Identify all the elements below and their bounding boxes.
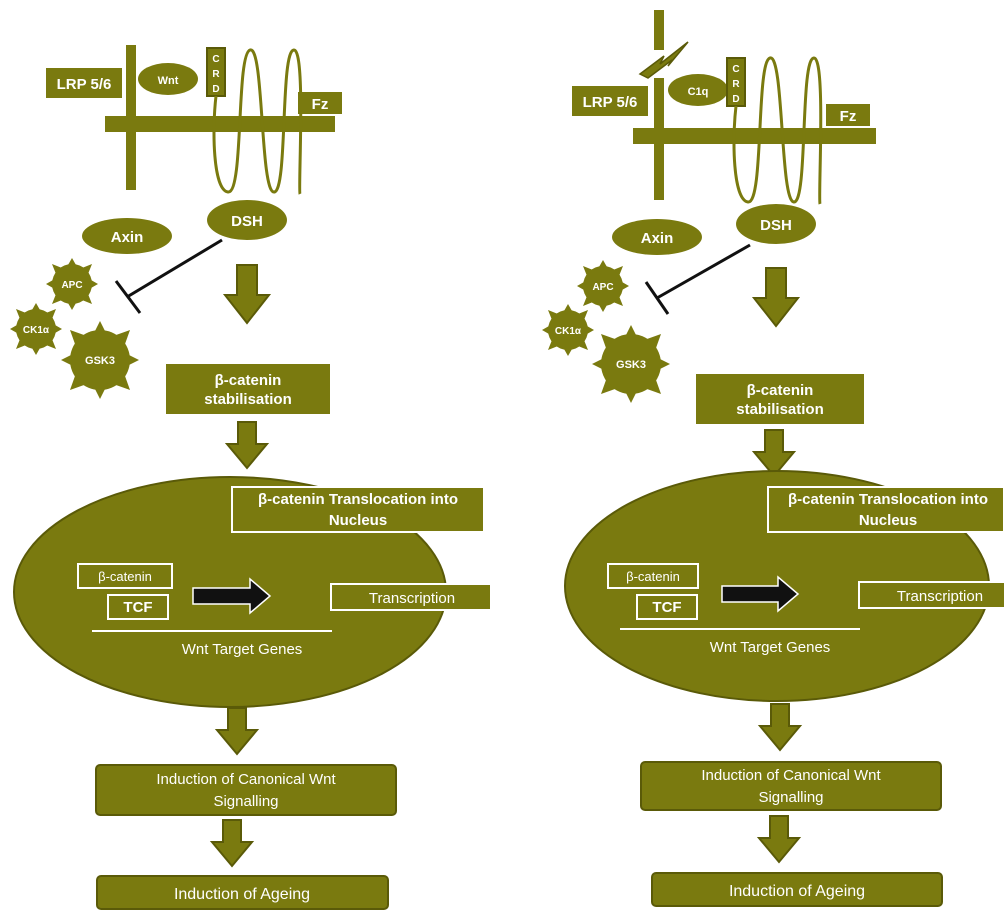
- dsh: [207, 200, 287, 240]
- crd-c: C: [212, 54, 219, 65]
- apc-label: APC: [61, 280, 82, 291]
- ck1-complex: CK1α: [542, 304, 594, 356]
- transcription-box: [330, 583, 492, 611]
- arrow-to-ageing: [211, 819, 253, 867]
- ageing-box: [96, 875, 389, 910]
- crd-r: R: [732, 79, 740, 90]
- translocation-line1: β-catenin Translocation into: [788, 491, 988, 508]
- ageing-box: [651, 872, 943, 907]
- translocation-line2: Nucleus: [859, 512, 917, 529]
- lrp-receptor: [126, 45, 136, 190]
- left-panel: LRP 5/6 Wnt C R D Fz Axin DSH: [10, 45, 492, 910]
- tcf-box: [107, 594, 169, 620]
- ageing-label: Induction of Ageing: [729, 883, 865, 900]
- membrane: [105, 116, 335, 132]
- stabilisation-line2: stabilisation: [204, 391, 292, 408]
- arrow-dsh-to-stabilisation: [753, 267, 799, 327]
- gsk3-label: GSK3: [616, 359, 646, 371]
- gsk3-label: GSK3: [85, 355, 115, 367]
- wnt-label: Wnt: [158, 75, 179, 87]
- induction-line2: Signalling: [213, 793, 278, 810]
- membrane: [633, 128, 876, 144]
- stabilisation-box: [696, 374, 864, 424]
- bcatenin-box: [607, 563, 699, 589]
- frizzled-receptor: [732, 56, 823, 205]
- ageing-label: Induction of Ageing: [174, 886, 310, 903]
- inhibition-line: [656, 243, 751, 300]
- lrp-label-box: [572, 86, 648, 116]
- tcf-label: TCF: [652, 599, 681, 616]
- inhibition-bar: [114, 280, 142, 314]
- right-panel: LRP 5/6 C1q C R D Fz Axin DSH: [542, 10, 1006, 907]
- arrow-to-ageing: [758, 815, 800, 863]
- stabilisation-line1: β-catenin: [215, 372, 282, 389]
- lrp-label: LRP 5/6: [57, 76, 112, 93]
- translocation-box: [231, 486, 485, 533]
- arrow-to-nucleus: [226, 421, 268, 469]
- induction-box: [640, 761, 942, 811]
- gsk3-complex: GSK3: [592, 325, 670, 403]
- c1q-label: C1q: [688, 86, 709, 98]
- axin: [82, 218, 172, 254]
- wnt-ligand: [138, 63, 198, 95]
- ck1-label: CK1α: [555, 326, 582, 337]
- axin: [612, 219, 702, 255]
- transcription-arrow: [721, 575, 800, 613]
- inhibition-line: [126, 238, 223, 299]
- induction-line2: Signalling: [758, 789, 823, 806]
- arrow-to-induction: [759, 703, 801, 751]
- dsh: [736, 204, 816, 244]
- arrow-to-nucleus: [753, 429, 795, 477]
- dsh-label: DSH: [760, 217, 792, 234]
- tcf-label: TCF: [123, 599, 152, 616]
- transcription-box: [858, 581, 1006, 609]
- crd-r: R: [212, 69, 220, 80]
- stabilisation-box: [166, 364, 330, 414]
- transcription-label: Transcription: [897, 588, 983, 605]
- transcription-arrow: [192, 577, 272, 615]
- stabilisation-line1: β-catenin: [747, 382, 814, 399]
- inhibition-bar: [644, 281, 670, 315]
- apc-complex: APC: [577, 260, 629, 312]
- apc-label: APC: [592, 282, 613, 293]
- dsh-label: DSH: [231, 213, 263, 230]
- transcription-label: Transcription: [369, 590, 455, 607]
- axin-label: Axin: [111, 229, 144, 246]
- arrow-to-induction: [216, 707, 258, 755]
- ck1-label: CK1α: [23, 325, 50, 336]
- arrow-dsh-to-stabilisation: [224, 264, 270, 324]
- translocation-line2: Nucleus: [329, 512, 387, 529]
- lrp-receptor-top: [654, 10, 664, 50]
- translocation-box: [767, 486, 1005, 533]
- lrp-cleavage-bolt: [638, 41, 689, 79]
- tcf-box: [636, 594, 698, 620]
- apc-complex: APC: [46, 258, 98, 310]
- crd-d: D: [212, 84, 219, 95]
- induction-box: [95, 764, 397, 816]
- crd-c: C: [732, 64, 739, 75]
- bcatenin-box: [77, 563, 173, 589]
- induction-line1: Induction of Canonical Wnt: [156, 771, 336, 788]
- gsk3-complex: GSK3: [61, 321, 139, 399]
- lrp-label: LRP 5/6: [583, 94, 638, 111]
- target-genes-label: Wnt Target Genes: [182, 641, 303, 658]
- induction-line1: Induction of Canonical Wnt: [701, 767, 881, 784]
- fz-label-box: [298, 92, 342, 114]
- target-genes-label: Wnt Target Genes: [710, 639, 831, 656]
- lrp-receptor: [654, 78, 664, 200]
- fz-label: Fz: [312, 96, 329, 113]
- fz-label: Fz: [840, 108, 857, 125]
- translocation-line1: β-catenin Translocation into: [258, 491, 458, 508]
- frizzled-receptor: [212, 48, 303, 195]
- axin-label: Axin: [641, 230, 674, 247]
- c1q-ligand: [668, 74, 728, 106]
- ck1-complex: CK1α: [10, 303, 62, 355]
- bcatenin-label: β-catenin: [626, 569, 680, 584]
- crd-d: D: [732, 94, 739, 105]
- fz-label-box: [826, 104, 870, 126]
- lrp-label-box: [46, 68, 122, 98]
- bcatenin-label: β-catenin: [98, 569, 152, 584]
- stabilisation-line2: stabilisation: [736, 401, 824, 418]
